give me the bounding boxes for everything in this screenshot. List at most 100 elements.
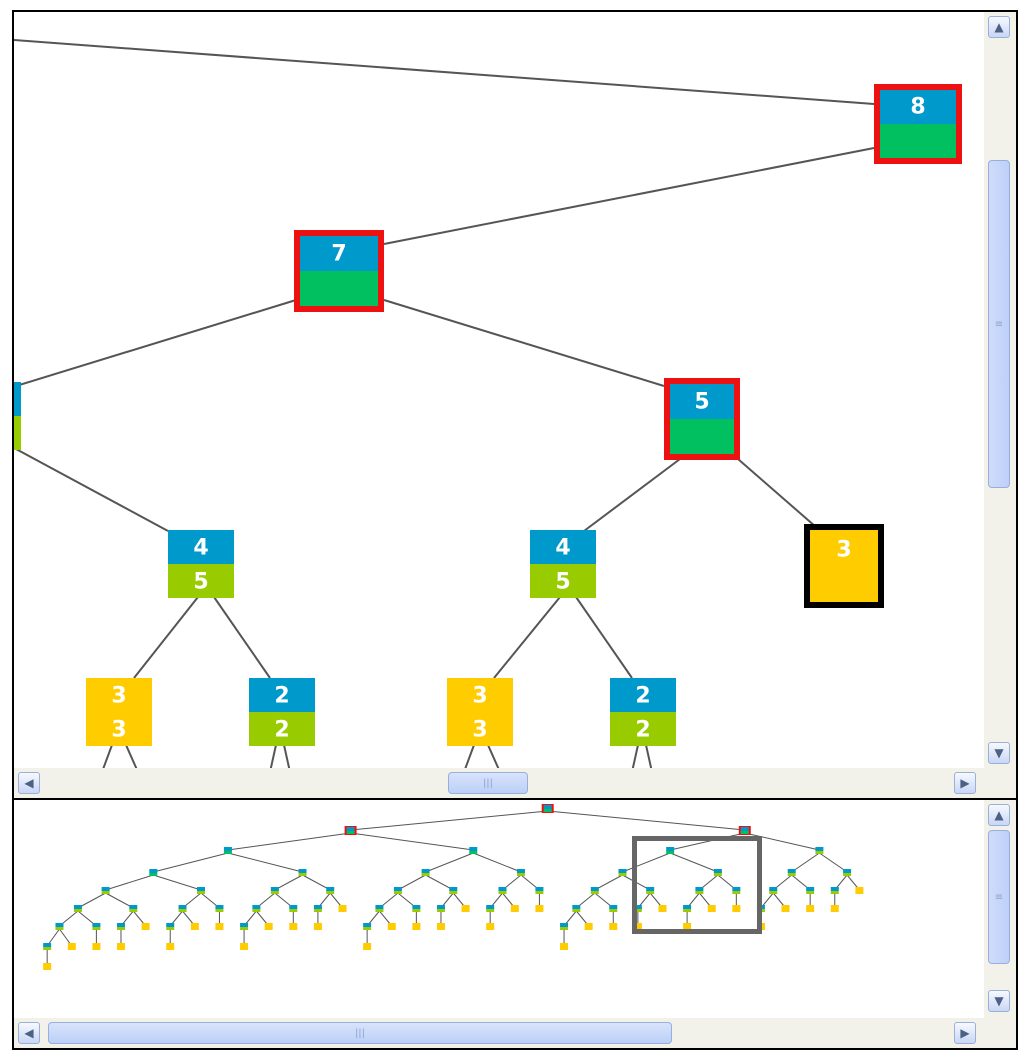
overview-viewport-indicator[interactable]	[632, 836, 762, 934]
tree-node-left-partial[interactable]	[14, 382, 21, 450]
scroll-left-button[interactable]: ◀	[18, 1022, 40, 1044]
overview-node	[658, 905, 667, 912]
overview-vertical-scrollbar[interactable]: ▲ ≡ ▼	[984, 800, 1016, 1018]
overview-node	[196, 887, 205, 894]
chevron-right-icon: ▶	[960, 776, 970, 790]
scroll-right-button[interactable]: ▶	[954, 1022, 976, 1044]
overview-edge	[670, 832, 745, 851]
overview-node	[609, 923, 618, 930]
overview-node	[713, 869, 722, 876]
tree-edge	[15, 299, 297, 387]
overview-node	[436, 905, 445, 912]
overview-canvas[interactable]	[14, 800, 984, 1018]
overview-node	[510, 905, 519, 912]
overview-node	[264, 923, 273, 930]
node-label-bottom: 3	[472, 718, 487, 743]
node-label-top: 2	[635, 684, 650, 709]
overview-node	[769, 887, 778, 894]
tree-node-4-5-left[interactable]: 4 5	[168, 530, 234, 598]
overview-node	[117, 943, 126, 950]
overview-node	[633, 905, 642, 912]
overview-edge	[622, 852, 671, 873]
scroll-left-button[interactable]: ◀	[18, 772, 40, 794]
overview-node	[707, 905, 716, 912]
tree-overview-minimap[interactable]: ▲ ≡ ▼ ◀ ||| ▶	[12, 798, 1018, 1050]
chevron-left-icon: ◀	[24, 776, 34, 790]
overview-node	[572, 905, 581, 912]
grip-icon: |||	[482, 777, 494, 789]
overview-node	[344, 826, 357, 835]
overview-node	[43, 963, 52, 970]
node-label-top: 5	[694, 390, 709, 415]
overview-edge	[274, 874, 303, 891]
chevron-right-icon: ▶	[960, 1026, 970, 1040]
vertical-scroll-thumb[interactable]: ≡	[988, 160, 1010, 488]
overview-node	[178, 905, 187, 912]
overview-node	[855, 887, 864, 894]
overview-node	[240, 923, 249, 930]
tree-node-3-3-left[interactable]: 3 3	[86, 678, 152, 746]
overview-node	[223, 847, 232, 854]
node-label-bottom: 2	[274, 718, 289, 743]
node-label-bottom: 5	[555, 570, 570, 595]
scroll-up-button[interactable]: ▲	[988, 804, 1010, 826]
overview-edge	[425, 874, 454, 891]
tree-edge	[487, 744, 501, 773]
overview-node	[55, 923, 64, 930]
overview-edge	[473, 852, 522, 873]
tree-canvas[interactable]: 8 7 5 4 5	[14, 12, 1016, 798]
scroll-right-button[interactable]: ▶	[954, 772, 976, 794]
overview-node	[375, 905, 384, 912]
overview-edge	[350, 832, 474, 851]
overview-node	[535, 887, 544, 894]
horizontal-scroll-thumb[interactable]: |||	[48, 1022, 672, 1044]
overview-node	[313, 905, 322, 912]
overview-node	[486, 923, 495, 930]
overview-node	[781, 905, 790, 912]
main-vertical-scrollbar[interactable]: ▲ ≡ ▼	[984, 12, 1016, 768]
scroll-up-button[interactable]: ▲	[988, 16, 1010, 38]
tree-edge	[737, 458, 817, 528]
overview-node	[101, 887, 110, 894]
overview-node	[449, 887, 458, 894]
chevron-left-icon: ◀	[24, 1026, 34, 1040]
scroll-down-button[interactable]: ▼	[988, 990, 1010, 1012]
tree-edge	[213, 596, 271, 679]
tree-edge	[583, 458, 681, 532]
overview-node	[215, 905, 224, 912]
overview-node	[240, 943, 249, 950]
main-horizontal-scrollbar[interactable]: ◀ ||| ▶	[14, 768, 984, 798]
tree-node-2-2-right[interactable]: 2 2	[610, 678, 676, 746]
overview-node	[787, 869, 796, 876]
tree-main-view[interactable]: 8 7 5 4 5	[12, 10, 1018, 800]
overview-node	[590, 887, 599, 894]
overview-node	[92, 943, 101, 950]
tree-edge	[133, 596, 199, 679]
overview-edge	[153, 852, 229, 873]
tree-node-4-5-right[interactable]: 4 5	[530, 530, 596, 598]
overview-node	[129, 905, 138, 912]
overview-horizontal-scrollbar[interactable]: ◀ ||| ▶	[14, 1018, 984, 1048]
overview-node	[141, 923, 150, 930]
vertical-scroll-thumb[interactable]: ≡	[988, 830, 1010, 964]
tree-edge	[493, 596, 561, 679]
tree-node-2-2-left[interactable]: 2 2	[249, 678, 315, 746]
overview-node	[683, 923, 692, 930]
scrollbar-corner	[984, 768, 1016, 798]
overview-node	[666, 847, 675, 854]
overview-node	[806, 887, 815, 894]
overview-node	[618, 869, 627, 876]
tree-node-5[interactable]: 5	[664, 378, 740, 460]
node-label-top: 7	[331, 242, 346, 267]
overview-edge	[302, 874, 331, 891]
overview-node	[43, 943, 52, 950]
tree-node-7[interactable]: 7	[294, 230, 384, 312]
overview-node	[843, 869, 852, 876]
node-label-top: 3	[836, 538, 851, 563]
tree-node-3-3-right[interactable]: 3 3	[447, 678, 513, 746]
tree-node-3-selected[interactable]: 3	[804, 524, 884, 608]
horizontal-scroll-thumb[interactable]: |||	[448, 772, 528, 794]
chevron-up-icon: ▲	[994, 20, 1004, 34]
scroll-down-button[interactable]: ▼	[988, 742, 1010, 764]
tree-node-8[interactable]: 8	[874, 84, 962, 164]
